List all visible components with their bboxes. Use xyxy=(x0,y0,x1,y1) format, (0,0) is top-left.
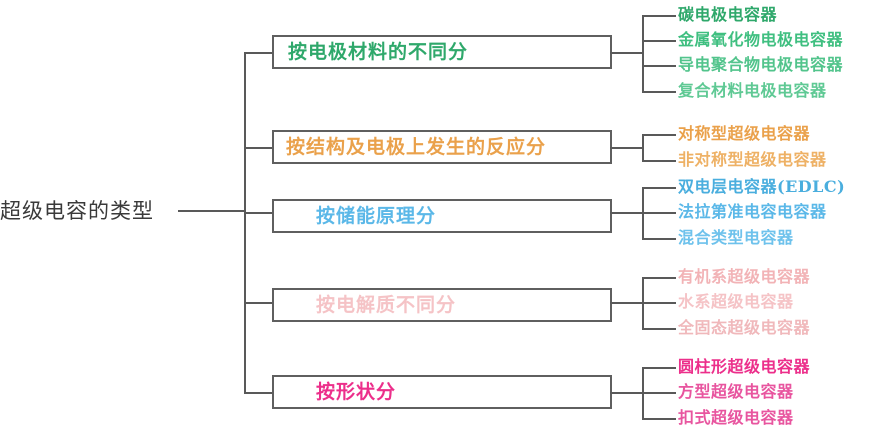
category-box-4[interactable]: 按电解质不同分 xyxy=(272,288,612,322)
branch-1-right-stem xyxy=(610,52,644,54)
category-box-5[interactable]: 按形状分 xyxy=(272,375,612,409)
branch-3-connector-line xyxy=(244,212,274,214)
branch-5-leaf-stub-2 xyxy=(642,392,676,394)
branch-1-connector-line xyxy=(244,52,274,54)
leaf-label-2-2: 非对称型超级电容器 xyxy=(678,150,827,169)
branch-3-leaf-stub-3 xyxy=(642,238,676,240)
branch-3-leaf-stub-2 xyxy=(642,212,676,214)
branch-1-leaf-spine xyxy=(642,15,644,91)
branch-4-right-stem xyxy=(610,302,644,304)
leaf-label-1-4: 复合材料电极电容器 xyxy=(678,81,827,100)
leaf-label-5-2: 方型超级电容器 xyxy=(678,382,794,401)
branch-2-leaf-spine xyxy=(642,134,644,160)
branch-2-right-stem xyxy=(610,147,644,149)
category-box-2[interactable]: 按结构及电极上发生的反应分 xyxy=(272,130,612,164)
leaf-label-3-1: 双电层电容器(EDLC) xyxy=(678,177,846,196)
category-label-3: 按储能原理分 xyxy=(316,205,437,227)
branch-4-leaf-stub-3 xyxy=(642,328,676,330)
branch-1-leaf-stub-2 xyxy=(642,40,676,42)
leaf-label-4-1: 有机系超级电容器 xyxy=(678,267,811,286)
category-box-3[interactable]: 按储能原理分 xyxy=(272,199,612,233)
leaf-label-5-3: 扣式超级电容器 xyxy=(678,408,794,427)
leaf-label-2-1: 对称型超级电容器 xyxy=(678,124,811,143)
category-label-2: 按结构及电极上发生的反应分 xyxy=(286,136,547,158)
root-stem-line xyxy=(178,210,246,212)
branch-3-leaf-stub-1 xyxy=(642,187,676,189)
category-box-1[interactable]: 按电极材料的不同分 xyxy=(272,35,612,69)
branch-4-leaf-stub-1 xyxy=(642,277,676,279)
branch-1-leaf-stub-3 xyxy=(642,65,676,67)
root-spine-line xyxy=(244,52,246,392)
category-label-1: 按电极材料的不同分 xyxy=(288,41,469,63)
branch-2-leaf-stub-2 xyxy=(642,160,676,162)
leaf-label-4-3: 全固态超级电容器 xyxy=(678,318,811,337)
branch-4-leaf-stub-2 xyxy=(642,302,676,304)
category-label-5: 按形状分 xyxy=(316,381,397,403)
leaf-label-3-2: 法拉第准电容电容器 xyxy=(678,202,827,221)
branch-5-leaf-stub-3 xyxy=(642,418,676,420)
branch-2-leaf-stub-1 xyxy=(642,134,676,136)
branch-4-connector-line xyxy=(244,302,274,304)
branch-5-right-stem xyxy=(610,392,644,394)
branch-1-leaf-stub-1 xyxy=(642,15,676,17)
root-node-label: 超级电容的类型 xyxy=(0,199,154,223)
leaf-label-3-3: 混合类型电容器 xyxy=(678,228,794,247)
branch-5-leaf-stub-1 xyxy=(642,367,676,369)
leaf-label-1-3: 导电聚合物电极电容器 xyxy=(678,55,844,74)
branch-1-leaf-stub-4 xyxy=(642,91,676,93)
leaf-label-1-2: 金属氧化物电极电容器 xyxy=(678,30,844,49)
leaf-label-4-2: 水系超级电容器 xyxy=(678,292,794,311)
category-label-4: 按电解质不同分 xyxy=(316,294,457,316)
leaf-label-1-1: 碳电极电容器 xyxy=(678,5,778,24)
branch-2-connector-line xyxy=(244,147,274,149)
leaf-label-5-1: 圆柱形超级电容器 xyxy=(678,357,811,376)
branch-5-connector-line xyxy=(244,392,274,394)
branch-3-right-stem xyxy=(610,212,644,214)
